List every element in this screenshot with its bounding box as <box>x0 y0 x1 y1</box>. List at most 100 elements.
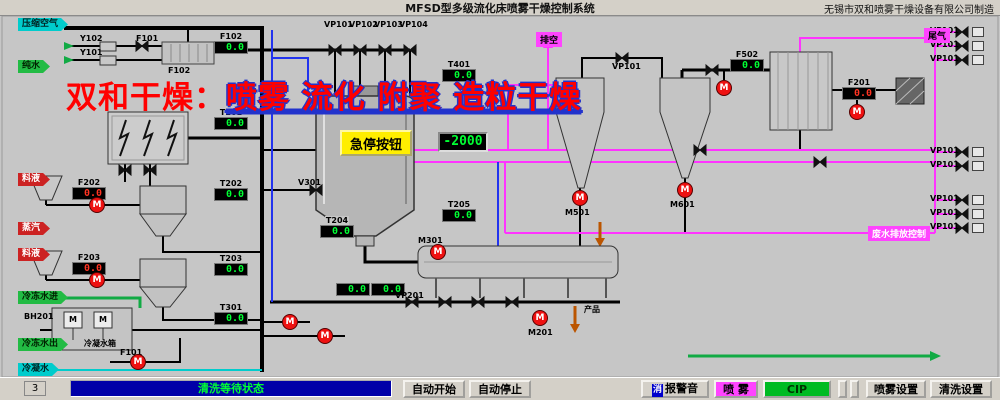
valve[interactable] <box>955 39 969 53</box>
instrument-display: 0.0 <box>371 283 405 296</box>
pump-motor[interactable]: M <box>849 104 865 120</box>
tag-label-M601: M601 <box>670 200 695 209</box>
source-tag: 冷冻水进 <box>18 291 68 304</box>
indicator-box <box>972 41 984 51</box>
pump-motor[interactable]: M <box>716 80 732 96</box>
source-tag: 蒸汽 <box>18 222 50 235</box>
pump-motor[interactable]: M <box>430 244 446 260</box>
auto-stop-button[interactable]: 自动停止 <box>469 380 531 398</box>
tag-label-F102: F102 <box>168 66 191 75</box>
instrument-tag: F201 <box>846 78 872 87</box>
valve[interactable] <box>813 155 827 169</box>
pump-motor[interactable]: M <box>89 197 105 213</box>
pump-motor[interactable]: M <box>317 328 333 344</box>
valve[interactable] <box>353 43 367 57</box>
tag-label-产品: 产品 <box>584 305 600 314</box>
valve[interactable] <box>955 221 969 235</box>
source-tag: 料液 <box>18 173 50 186</box>
auto-start-button[interactable]: 自动开始 <box>403 380 465 398</box>
source-tag: 冷凝水 <box>18 363 59 376</box>
instrument-tag: F102 <box>218 32 244 41</box>
cyclone-2 <box>659 77 711 179</box>
pump-motor[interactable]: M <box>89 272 105 288</box>
clean-settings-button[interactable]: 清洗设置 <box>930 380 992 398</box>
tag-label-M301: M301 <box>418 236 443 245</box>
heat-exchanger <box>895 77 925 105</box>
instrument-tag: T205 <box>446 200 472 209</box>
feed-arrow-1 <box>64 42 74 50</box>
instrument-tag: T202 <box>218 179 244 188</box>
valve[interactable] <box>378 43 392 57</box>
valve[interactable] <box>118 163 132 177</box>
valve[interactable] <box>143 163 157 177</box>
valve[interactable] <box>693 143 707 157</box>
valve[interactable] <box>328 43 342 57</box>
valve[interactable] <box>309 183 323 197</box>
emergency-stop-button[interactable]: 急停按钮 <box>340 130 412 156</box>
tag-label-VP104: VP104 <box>399 20 428 29</box>
pump-motor[interactable]: M <box>572 190 588 206</box>
valve[interactable] <box>405 295 419 309</box>
instrument-tag: T401 <box>446 60 472 69</box>
lcd-value: 0.0 <box>442 69 476 82</box>
valve[interactable] <box>135 39 149 53</box>
valve[interactable] <box>471 295 485 309</box>
lcd-value: 0.0 <box>72 262 106 275</box>
valve[interactable] <box>438 295 452 309</box>
valve[interactable] <box>705 63 719 77</box>
valve[interactable] <box>403 43 417 57</box>
indicator-box <box>972 27 984 37</box>
instrument-tag: T301 <box>218 303 244 312</box>
tag-label-M201: M201 <box>528 328 553 337</box>
separator-button-2[interactable] <box>850 380 859 398</box>
valve[interactable] <box>505 295 519 309</box>
spray-button[interactable]: 喷 雾 <box>714 380 758 398</box>
valve[interactable] <box>955 53 969 67</box>
tag-label-VP101: VP101 <box>930 40 959 49</box>
pipe-tag: 尾气 <box>924 28 951 43</box>
valve[interactable] <box>955 207 969 221</box>
condenser <box>769 51 833 131</box>
valve[interactable] <box>955 193 969 207</box>
mute-icon: 消 <box>651 384 663 397</box>
pump-motor[interactable]: M <box>532 310 548 326</box>
cip-button[interactable]: CIP <box>763 380 831 398</box>
instrument-display: 0.0 <box>336 283 370 296</box>
separator-button-1[interactable] <box>838 380 847 398</box>
valve[interactable] <box>955 159 969 173</box>
valve[interactable] <box>955 25 969 39</box>
pump-motor[interactable]: M <box>282 314 298 330</box>
bag-filter-1 <box>139 185 187 237</box>
lcd-value: 0.0 <box>214 188 248 201</box>
valve[interactable] <box>615 51 629 65</box>
inline-filter-1 <box>99 41 117 52</box>
valve[interactable] <box>955 145 969 159</box>
tag-label-M: M <box>99 315 107 324</box>
pump-motor[interactable]: M <box>130 354 146 370</box>
tag-label-VP201: VP201 <box>395 291 424 300</box>
product-arrows <box>570 222 605 333</box>
lcd-value: 0.0 <box>214 41 248 54</box>
tag-label-VP101: VP101 <box>930 146 959 155</box>
tag-label-BH201: BH201 <box>24 312 54 321</box>
tag-label-冷凝水箱: 冷凝水箱 <box>84 339 116 348</box>
indicator-box <box>972 209 984 219</box>
pump-motor[interactable]: M <box>677 182 693 198</box>
instrument-tag: F502 <box>734 50 760 59</box>
mute-alarm-button[interactable]: 消报警音 <box>641 380 709 398</box>
lcd-value: 0.0 <box>72 187 106 200</box>
instrument-tag: T201 <box>218 108 244 117</box>
source-tag: 料液 <box>18 248 50 261</box>
alarm-counter: 3 <box>24 381 46 396</box>
spray-settings-button[interactable]: 喷雾设置 <box>866 380 926 398</box>
